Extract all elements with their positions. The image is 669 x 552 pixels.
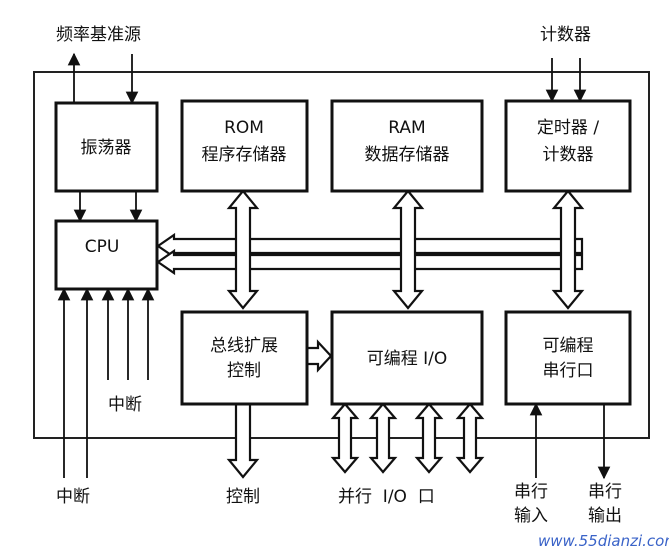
- cpu-label: CPU: [85, 237, 120, 257]
- oscillator-label: 振荡器: [81, 138, 132, 158]
- oscillator-block: [54, 101, 159, 193]
- serial-out-label-line2: 输出: [588, 506, 622, 526]
- ram-label-line2: 数据存储器: [365, 145, 450, 165]
- cpu-block: [54, 219, 159, 291]
- interrupt-inner-label: 中断: [108, 395, 142, 415]
- serial-in-label-line2: 输入: [514, 506, 548, 526]
- rom-label-line1: ROM: [224, 118, 264, 138]
- busext-to-pio-arrow: [305, 339, 333, 373]
- rom-bus-arrow: [226, 189, 260, 310]
- counter-top-label: 计数器: [540, 25, 591, 45]
- control-label: 控制: [226, 487, 260, 507]
- bus-ext-label-line1: 总线扩展: [210, 336, 278, 356]
- programmable-serial-port-block: [504, 310, 632, 406]
- main-bus-upper: [156, 232, 584, 260]
- serial-out-label-line1: 串行: [588, 482, 622, 502]
- ram-bus-arrow: [391, 189, 425, 310]
- ram-label-line1: RAM: [388, 118, 425, 138]
- pio-label: 可编程 I/O: [367, 349, 448, 369]
- timer-label-line1: 定时器 /: [537, 118, 599, 138]
- interrupt-outer-label: 中断: [56, 487, 90, 507]
- parallel-io-label: 并行 I/O 口: [338, 487, 435, 507]
- watermark-text: www.55dianzi.com: [538, 532, 669, 550]
- timer-label-line2: 计数器: [543, 145, 594, 165]
- sio-label-line2: 串行口: [543, 361, 594, 381]
- freq-source-label: 频率基准源: [56, 25, 141, 45]
- rom-label-line2: 程序存储器: [202, 145, 287, 165]
- parallel-io-arrows: [330, 402, 485, 474]
- control-bus-arrow: [226, 402, 260, 479]
- ram-block: [330, 99, 484, 193]
- serial-in-label-line1: 串行: [514, 482, 548, 502]
- bus-ext-label-line2: 控制: [227, 361, 261, 381]
- bus-extension-control-block: [180, 310, 309, 406]
- sio-label-line1: 可编程: [543, 336, 594, 356]
- main-bus-lower: [156, 248, 584, 276]
- timer-bus-arrow: [551, 189, 585, 310]
- rom-block: [180, 99, 309, 193]
- timer-counter-block: [504, 99, 632, 193]
- programmable-io-block: [330, 310, 484, 406]
